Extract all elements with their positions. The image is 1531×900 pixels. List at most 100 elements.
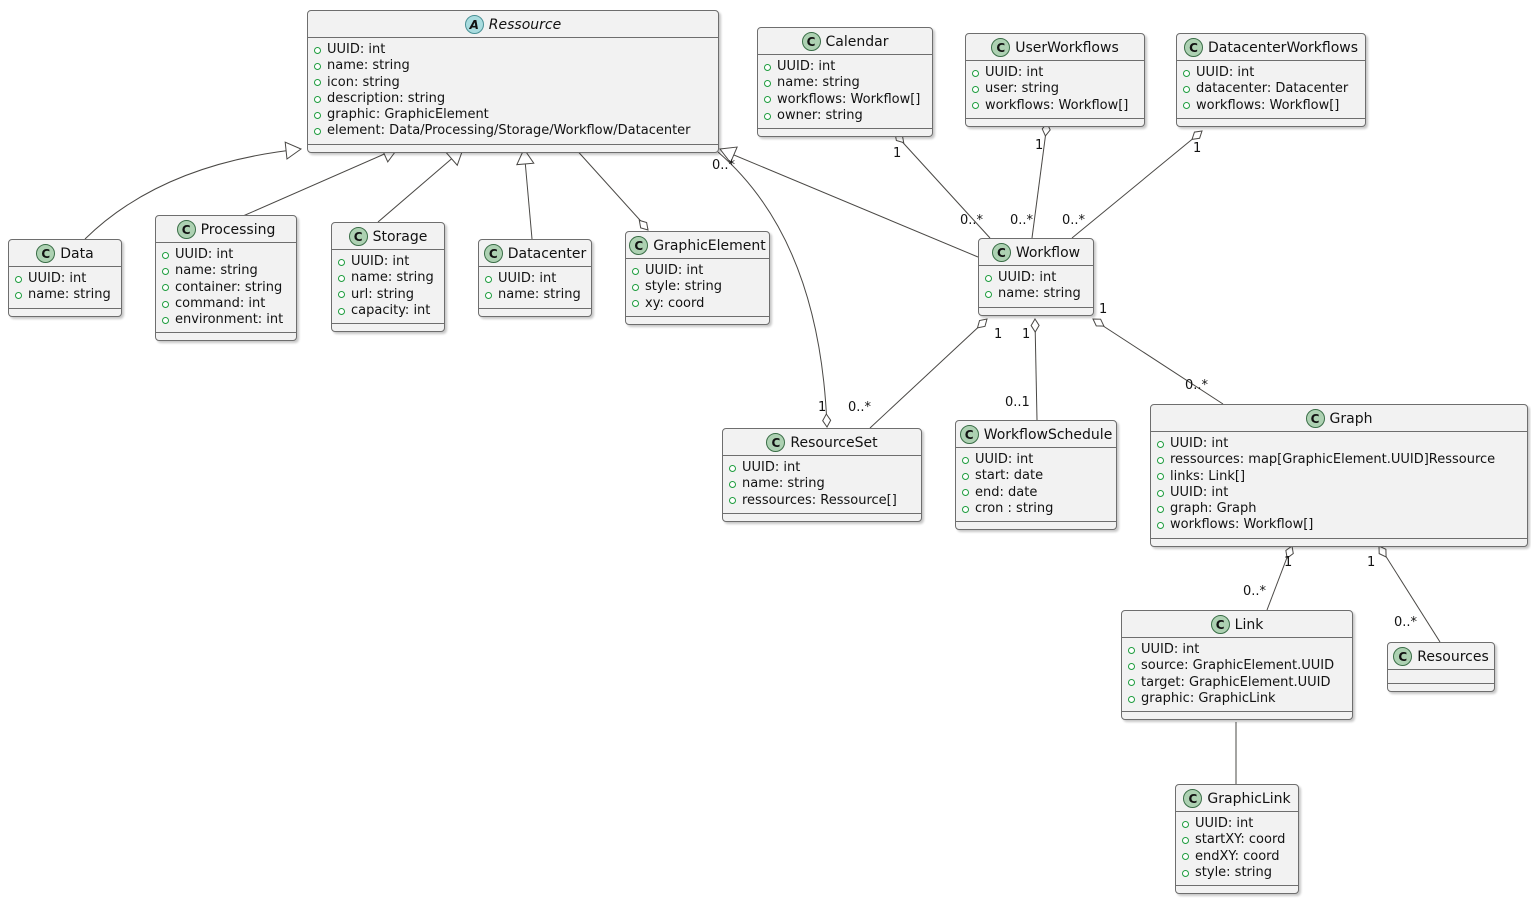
multiplicity-label: 0..* — [848, 400, 872, 415]
attribute-text: name: string — [998, 286, 1081, 302]
attribute-row: workflows: Workflow[] — [1183, 98, 1357, 114]
attribute-row: url: string — [338, 287, 436, 303]
attribute-row: environment: int — [162, 312, 288, 328]
field-circle-icon — [632, 283, 639, 291]
attribute-text: workflows: Workflow[] — [1170, 517, 1314, 533]
class-name: Workflow — [1015, 244, 1081, 261]
class-header: A Ressource — [308, 11, 718, 38]
attribute-text: capacity: int — [351, 302, 431, 318]
field-circle-icon — [162, 284, 169, 292]
attribute-text: start: date — [975, 468, 1044, 484]
attribute-text: name: string — [28, 287, 111, 303]
attribute-row: name: string — [338, 270, 436, 286]
multiplicity-label: 0..* — [1394, 615, 1418, 630]
attribute-row: xy: coord — [632, 296, 761, 312]
attribute-text: UUID: int — [742, 460, 801, 475]
field-circle-icon — [962, 489, 969, 497]
attribute-text: UUID: int — [498, 271, 557, 286]
attribute-row: startXY: coord — [1182, 832, 1290, 848]
class-icon: C — [991, 243, 1011, 262]
attribute-text: name: string — [175, 263, 258, 279]
methods-section — [1151, 539, 1527, 546]
edge-calendar-to-workflow — [895, 134, 991, 239]
attribute-row: UUID: int — [985, 270, 1085, 286]
class-icon: C — [1183, 38, 1203, 57]
multiplicity-label: 1 — [1193, 141, 1202, 156]
edge-storage-to-ressource — [377, 148, 464, 223]
edge-data-to-ressource — [84, 148, 302, 240]
class-icon: C — [801, 32, 821, 51]
attribute-text: source: GraphicElement.UUID — [1141, 658, 1335, 674]
attribute-row: UUID: int — [15, 271, 113, 287]
attribute-row: name: string — [764, 75, 924, 91]
attribute-text: style: string — [1195, 864, 1273, 880]
attribute-text: end: date — [975, 484, 1038, 500]
attribute-row: UUID: int — [972, 65, 1136, 81]
field-circle-icon — [485, 275, 492, 283]
field-circle-icon — [15, 275, 22, 283]
attribute-text: UUID: int — [1196, 65, 1255, 80]
attribute-row: links: Link[] — [1157, 469, 1519, 485]
edge-workflow-to-resourceset — [869, 319, 987, 429]
field-circle-icon — [1157, 456, 1164, 464]
field-circle-icon — [338, 307, 345, 315]
class-name: GraphicElement — [653, 237, 766, 254]
class-header: C UserWorkflows — [966, 34, 1144, 61]
class-header: C Storage — [332, 223, 444, 250]
class-header: C DatacenterWorkflows — [1177, 34, 1365, 61]
attribute-text: links: Link[] — [1170, 468, 1246, 484]
class-header: C Graph — [1151, 405, 1527, 432]
class-header: C GraphicLink — [1176, 785, 1298, 812]
field-circle-icon — [764, 96, 771, 104]
methods-section — [479, 309, 591, 316]
attribute-row: workflows: Workflow[] — [1157, 517, 1519, 533]
field-circle-icon — [338, 291, 345, 299]
attribute-row: cron : string — [962, 501, 1108, 517]
field-circle-icon — [1157, 505, 1164, 513]
class-name: Resources — [1417, 648, 1489, 665]
class-icon: C — [348, 227, 368, 246]
attribute-row: source: GraphicElement.UUID — [1128, 658, 1344, 674]
class-header: C Calendar — [758, 28, 932, 55]
field-circle-icon — [162, 316, 169, 324]
field-circle-icon — [15, 291, 22, 299]
attribute-text: graphic: GraphicLink — [1141, 690, 1276, 706]
attribute-row: UUID: int — [1128, 642, 1344, 658]
field-circle-icon — [1182, 820, 1189, 828]
class-icon: C — [629, 236, 649, 255]
edge-userworkflows-to-workflow — [1031, 123, 1048, 239]
field-circle-icon — [1157, 440, 1164, 448]
attribute-text: graph: Graph — [1170, 501, 1257, 517]
attribute-text: startXY: coord — [1195, 832, 1286, 848]
class-icon: C — [959, 425, 979, 444]
attribute-text: UUID: int — [645, 263, 704, 278]
class-header: C Data — [9, 240, 121, 267]
edge-datacenterworkflows-to-workflow — [1071, 131, 1202, 239]
field-circle-icon — [962, 472, 969, 480]
field-circle-icon — [764, 79, 771, 87]
attribute-row: name: string — [314, 58, 710, 74]
attribute-row: UUID: int — [1157, 485, 1519, 501]
attribute-row: workflows: Workflow[] — [764, 92, 924, 108]
field-circle-icon — [338, 258, 345, 266]
multiplicity-label: 1 — [818, 400, 827, 415]
field-circle-icon — [314, 62, 321, 70]
class-icon: C — [1393, 647, 1413, 666]
multiplicity-label: 1 — [1284, 555, 1293, 570]
edge-ressource-to-graphicelement — [572, 145, 649, 230]
class-header: C Workflow — [979, 239, 1093, 266]
multiplicity-label: 0..* — [1243, 584, 1267, 599]
attribute-row: datacenter: Datacenter — [1183, 81, 1357, 97]
field-circle-icon — [972, 85, 979, 93]
attribute-text: url: string — [351, 286, 415, 302]
class-name: Graph — [1329, 410, 1373, 427]
